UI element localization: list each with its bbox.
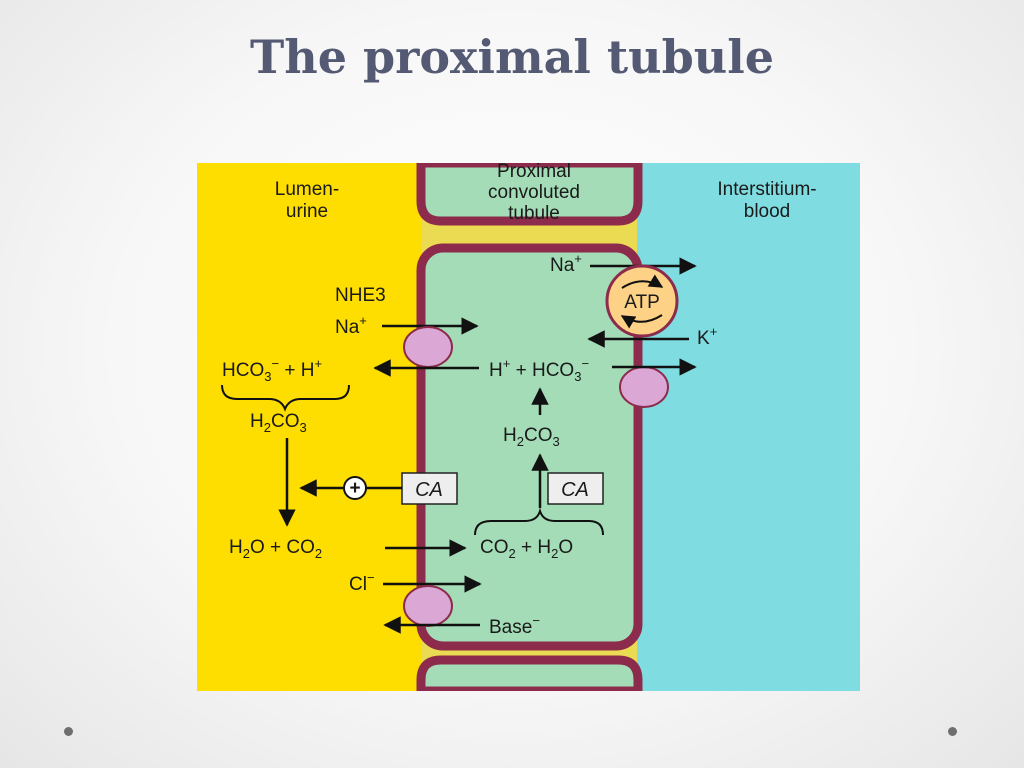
atp-label: ATP [624, 292, 660, 313]
lumen-h2co3-label: H2CO3 [250, 411, 307, 435]
interstitium-region [637, 163, 860, 691]
lumen-label-2: urine [286, 201, 328, 222]
cl-base-exchanger [403, 585, 453, 627]
lumen-label: Lumen- [275, 179, 339, 200]
diagram-canvas: Lumen- urine Proximal convoluted tubule … [197, 163, 860, 691]
interstitium-label: Interstitium- [717, 179, 816, 200]
base-label: Base− [489, 613, 540, 638]
pump-cycle-arrow-bottom [620, 314, 663, 329]
plus-sign: + [349, 478, 360, 499]
cell-co2-h2o-label: CO2 + H2O [480, 537, 573, 561]
tubule-label: Proximal [497, 163, 571, 182]
basolateral-hco3-transporter [619, 366, 669, 408]
main-cell [416, 243, 643, 651]
k-label: K+ [697, 324, 717, 349]
na-top-label: Na+ [550, 251, 582, 276]
plus-circle [343, 476, 367, 500]
ca-left-label: CA [415, 479, 443, 501]
interstitium-label-2: blood [744, 201, 791, 222]
tubule-label-3: tubule [508, 203, 560, 224]
upper-cell [416, 163, 643, 226]
lumen-h2o-co2-label: H2O + CO2 [229, 537, 322, 561]
slide-bullet-left [64, 727, 73, 736]
lumen-region [197, 163, 422, 691]
lower-cell [416, 655, 643, 691]
na-in-label: Na+ [335, 313, 367, 338]
ca-right-box [547, 472, 604, 505]
cell-brace [474, 507, 604, 536]
lumen-brace [221, 384, 350, 412]
nhe3-label: NHE3 [335, 285, 386, 306]
tubule-label-2: convoluted [488, 182, 580, 203]
ca-left-box [401, 472, 458, 505]
pump-cycle-arrow-top [621, 274, 664, 289]
lumen-hco3-h-label: HCO3− + H+ [222, 356, 322, 384]
cell-h2co3-label: H2CO3 [503, 425, 560, 449]
proximal-tubule-diagram: Lumen- urine Proximal convoluted tubule … [197, 163, 860, 691]
cell-h-hco3-label: H+ + HCO3− [489, 356, 589, 384]
cl-label: Cl− [349, 570, 375, 595]
slide-title: The proximal tubule [250, 30, 774, 84]
ca-right-label: CA [561, 479, 589, 501]
nhe3-transporter [403, 326, 453, 368]
slide-bullet-right [948, 727, 957, 736]
